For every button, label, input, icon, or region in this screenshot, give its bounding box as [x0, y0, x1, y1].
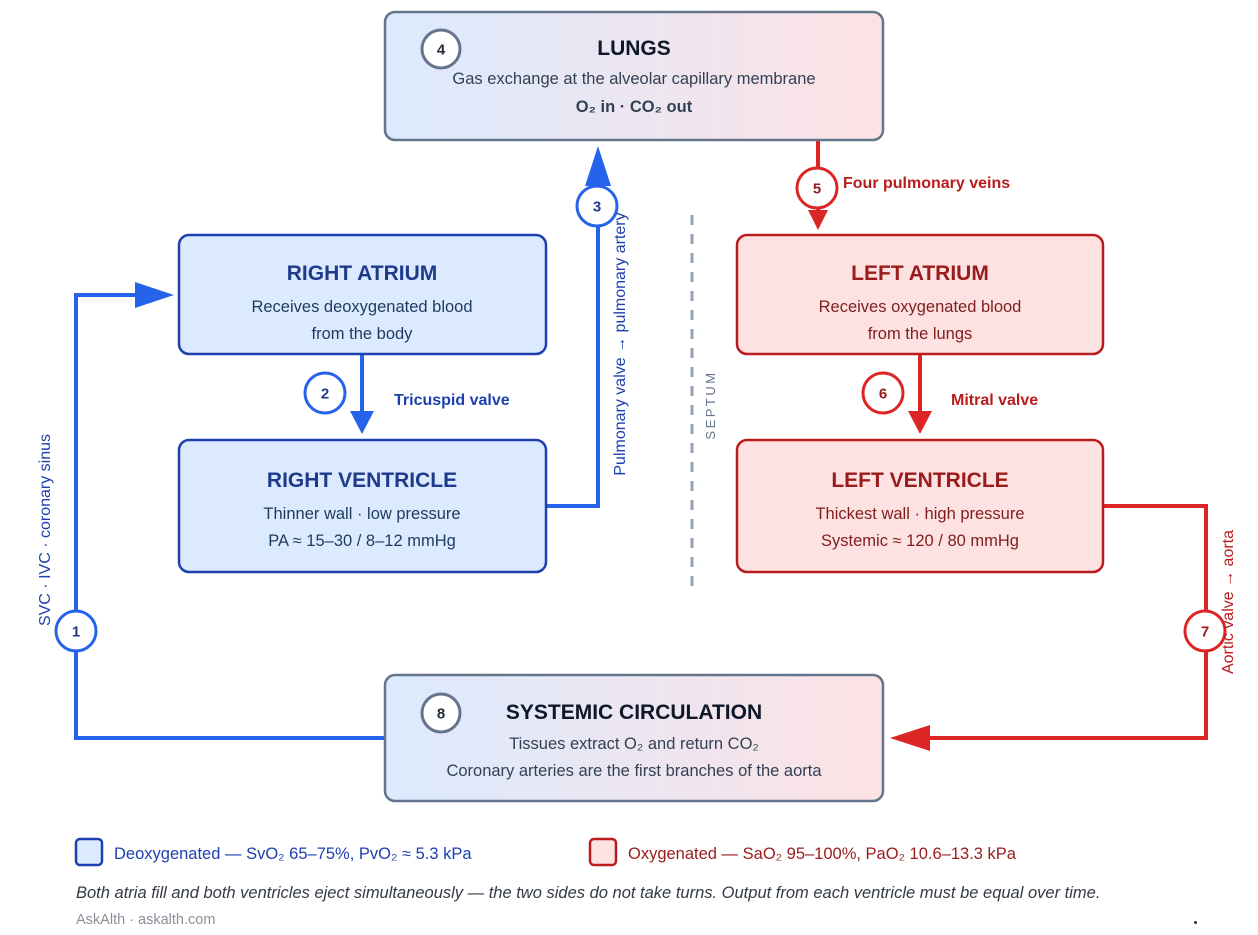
right-atrium-line2: from the body: [312, 325, 414, 343]
septum-label: SEPTUM: [703, 370, 718, 439]
right-atrium-line1: Receives deoxygenated blood: [251, 298, 472, 316]
right-atrium-title: RIGHT ATRIUM: [287, 262, 437, 285]
flow-mitral: [908, 355, 932, 434]
badge-4: [420, 28, 462, 70]
badge-3: [575, 184, 619, 228]
badge-8-number: 8: [437, 706, 445, 723]
flow-tricuspid: [350, 355, 374, 434]
label-mitral: Mitral valve: [951, 392, 1038, 409]
badge-1-number: 1: [72, 624, 80, 641]
legend-oxy-swatch: [588, 837, 618, 867]
left-ventricle-box: LEFT VENTRICLE Thickest wall · high pres…: [735, 438, 1105, 574]
right-ventricle-line2: PA ≈ 15–30 / 8–12 mmHg: [268, 532, 456, 550]
label-aorta: Aortic valve → aorta: [1220, 530, 1237, 674]
flow-systemic-to-right-atrium: [74, 282, 385, 740]
left-atrium-title: LEFT ATRIUM: [851, 262, 989, 285]
left-atrium-line1: Receives oxygenated blood: [819, 298, 1022, 316]
badge-8: [420, 692, 462, 734]
legend-oxygenated: Oxygenated — SaO₂ 95–100%, PaO₂ 10.6–13.…: [588, 837, 1017, 867]
left-ventricle-line2: Systemic ≈ 120 / 80 mmHg: [821, 532, 1019, 550]
systemic-box: 8 SYSTEMIC CIRCULATION Tissues extract O…: [383, 673, 885, 803]
systemic-line1: Tissues extract O₂ and return CO₂: [509, 735, 759, 753]
lungs-box: 4 LUNGS Gas exchange at the alveolar cap…: [383, 10, 885, 142]
legend-deoxygenated: Deoxygenated — SvO₂ 65–75%, PvO₂ ≈ 5.3 k…: [74, 837, 472, 867]
credit-link[interactable]: AskAlth · askalth.com: [76, 912, 216, 928]
stray-dot: [1194, 921, 1197, 924]
right-atrium-box: RIGHT ATRIUM Receives deoxygenated blood…: [177, 233, 548, 356]
badge-6-number: 6: [879, 386, 887, 403]
badge-3-number: 3: [593, 199, 601, 216]
heart-circulation-diagram: SEPTUM 4 LUNGS Gas exchange at the alveo…: [37, 10, 1237, 867]
label-svc-ivc: SVC · IVC · coronary sinus: [37, 434, 54, 626]
left-atrium-line2: from the lungs: [868, 325, 973, 343]
left-atrium-box: LEFT ATRIUM Receives oxygenated blood fr…: [735, 233, 1105, 356]
lungs-title: LUNGS: [597, 37, 671, 60]
badge-7: [1183, 609, 1227, 653]
right-ventricle-box: RIGHT VENTRICLE Thinner wall · low press…: [177, 438, 548, 574]
legend-deoxy-text: Deoxygenated — SvO₂ 65–75%, PvO₂ ≈ 5.3 k…: [114, 845, 472, 863]
legend-oxy-text: Oxygenated — SaO₂ 95–100%, PaO₂ 10.6–13.…: [628, 845, 1017, 863]
badge-2-number: 2: [321, 386, 329, 403]
badge-6: [861, 371, 905, 415]
right-ventricle-title: RIGHT VENTRICLE: [267, 469, 457, 492]
systemic-title: SYSTEMIC CIRCULATION: [506, 701, 762, 724]
footnote: Both atria fill and both ventricles ejec…: [76, 884, 1101, 902]
lungs-line1: Gas exchange at the alveolar capillary m…: [452, 70, 815, 88]
badge-5: [795, 166, 839, 210]
lungs-line2: O₂ in · CO₂ out: [576, 98, 693, 116]
label-pulmonary-artery: Pulmonary valve → pulmonary artery: [612, 212, 629, 475]
legend-deoxy-swatch: [74, 837, 104, 867]
left-ventricle-line1: Thickest wall · high pressure: [815, 505, 1024, 523]
badge-1: [54, 609, 98, 653]
badge-2: [303, 371, 347, 415]
label-pulmonary-veins: Four pulmonary veins: [843, 175, 1010, 192]
systemic-line2: Coronary arteries are the first branches…: [446, 762, 822, 780]
badge-5-number: 5: [813, 181, 821, 198]
label-tricuspid: Tricuspid valve: [394, 392, 510, 409]
flow-pulmonary-artery: [546, 146, 611, 508]
badge-4-number: 4: [437, 42, 446, 59]
right-ventricle-line1: Thinner wall · low pressure: [263, 505, 460, 523]
badge-7-number: 7: [1201, 624, 1209, 641]
left-ventricle-title: LEFT VENTRICLE: [831, 469, 1008, 492]
